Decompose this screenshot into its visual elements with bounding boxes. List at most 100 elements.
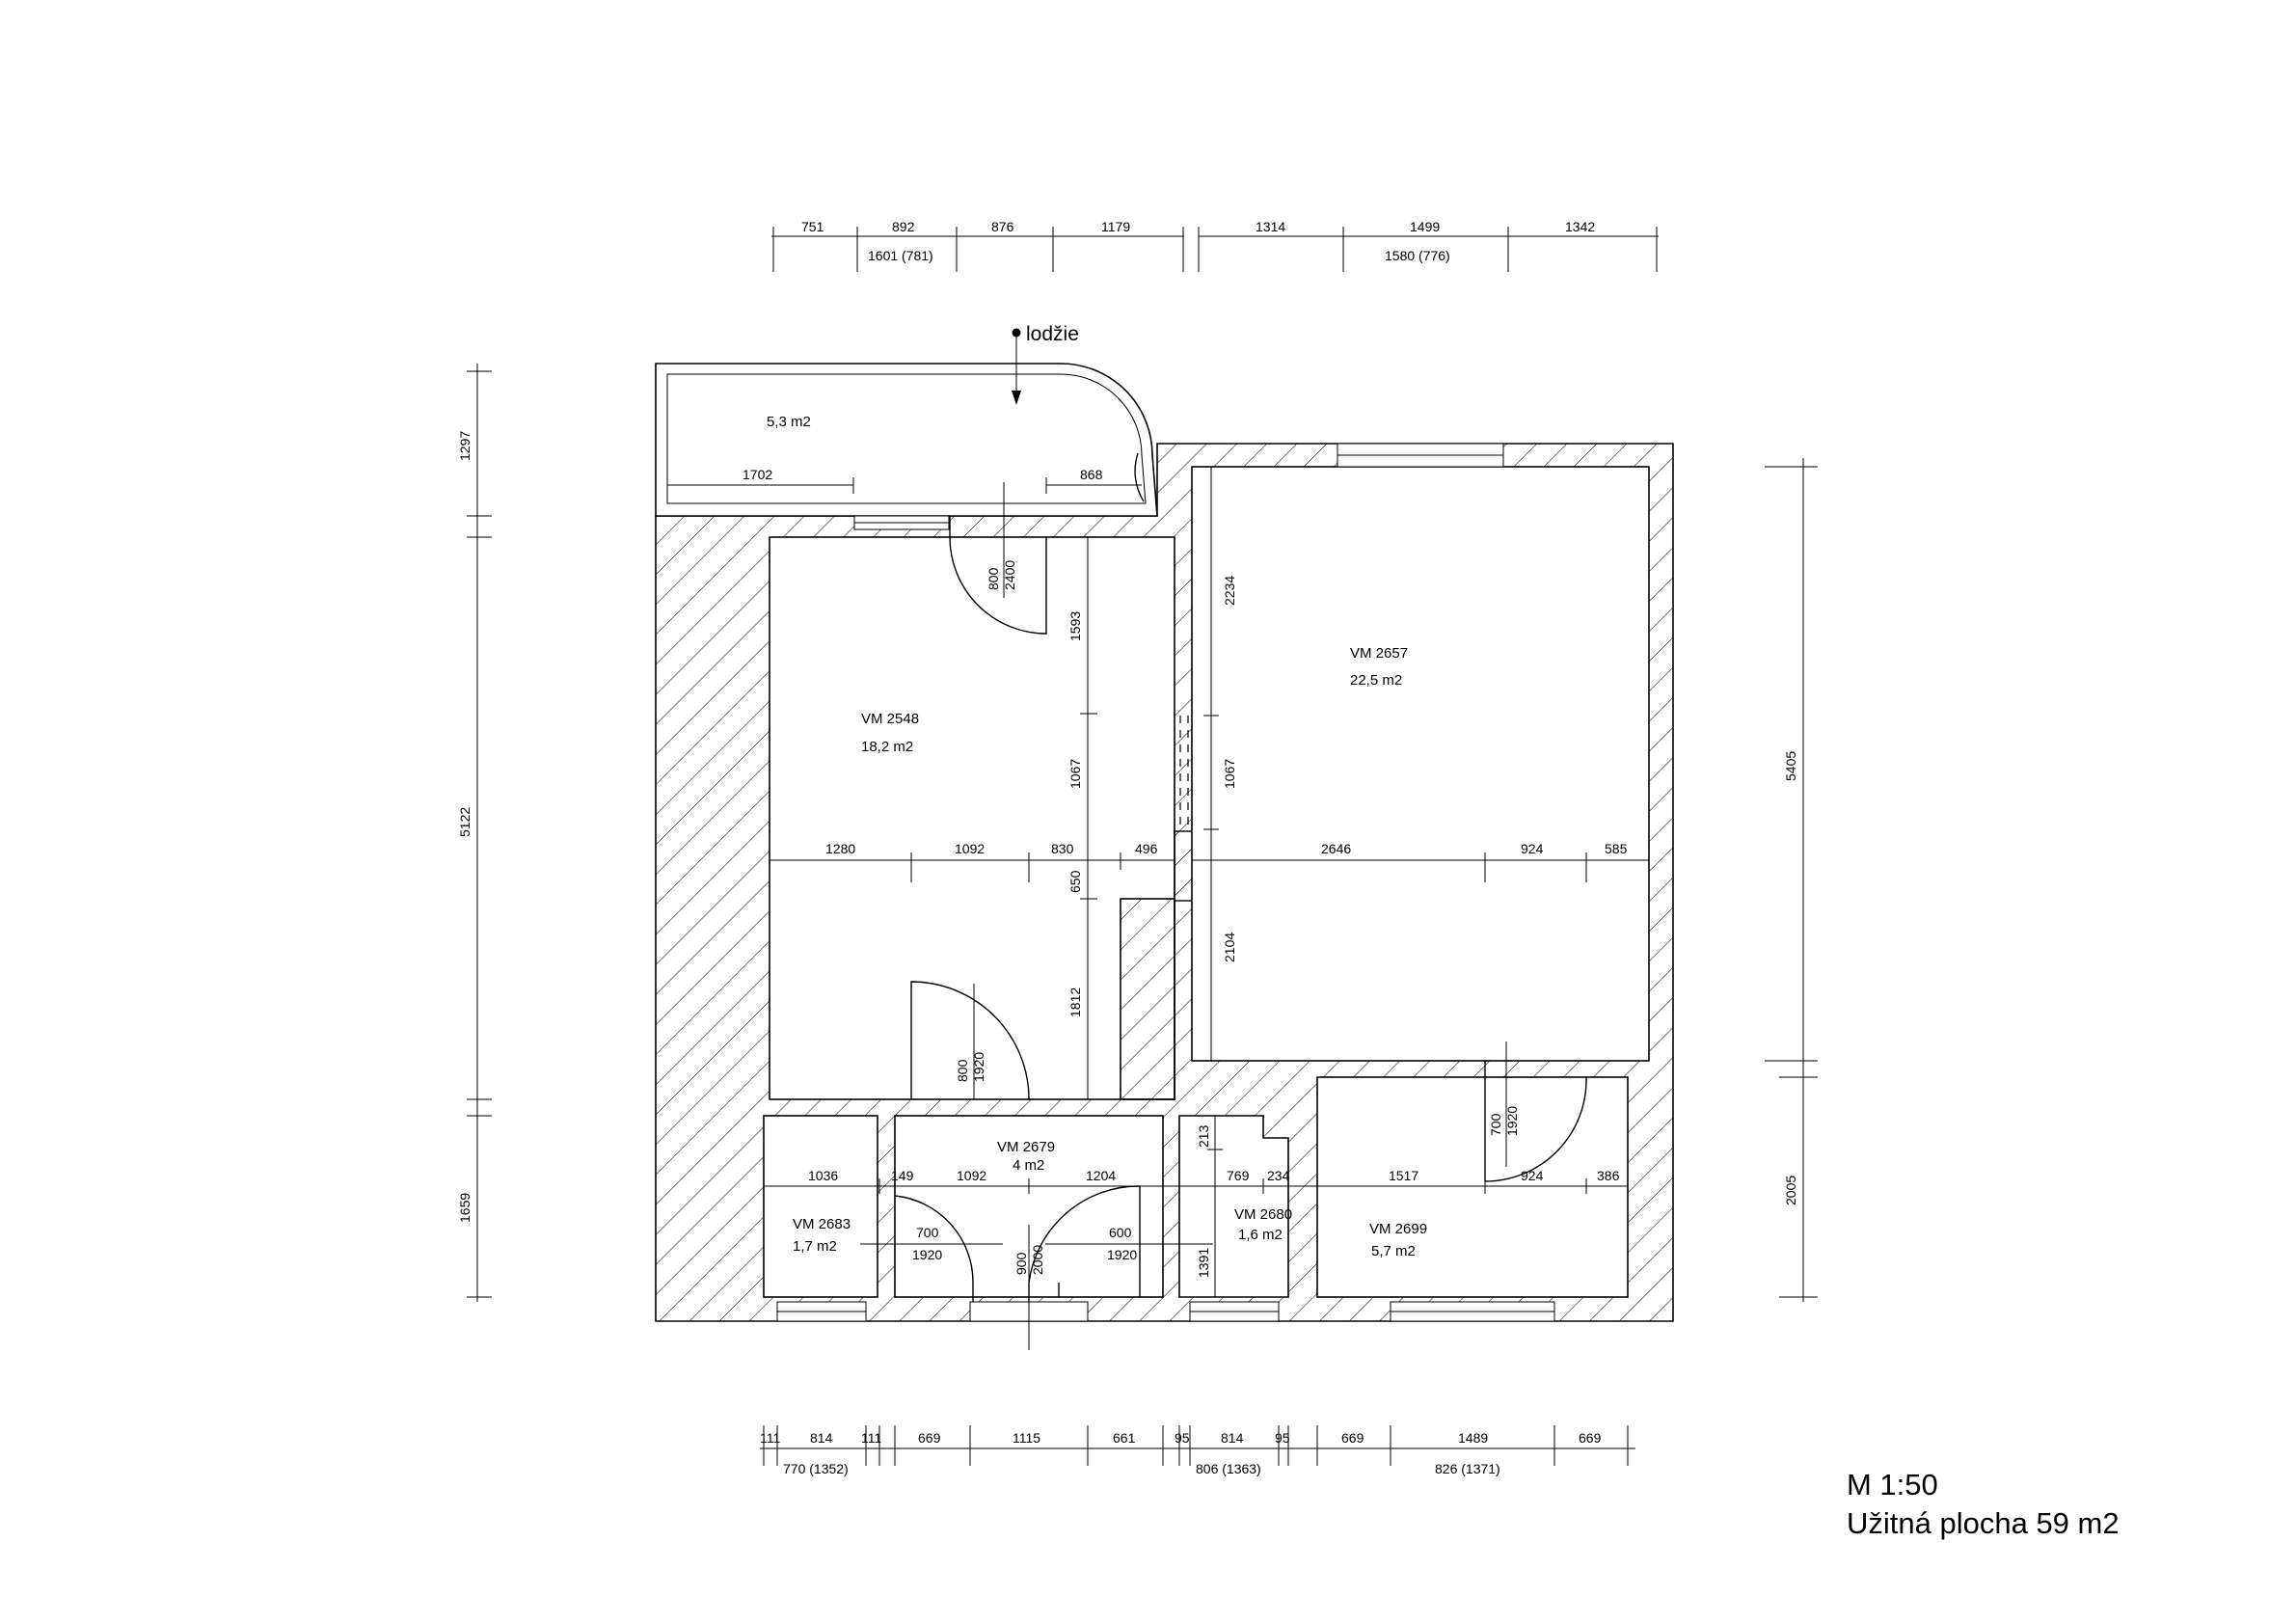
scale-label: M 1:50 [1847,1468,1938,1501]
dim-label: 1499 [1410,219,1440,234]
dim-label: 1092 [957,1168,986,1183]
dim-label: 769 [1227,1168,1250,1183]
dim-label: 669 [1579,1430,1602,1446]
doors [894,452,1587,1302]
room-id: VM 2657 [1350,645,1408,662]
dim-label: 1280 [825,841,855,856]
dim-label: 149 [891,1168,914,1183]
balcony-area: 5,3 m2 [767,414,811,430]
dim-label: 2104 [1222,933,1237,962]
balcony [655,363,1158,517]
balcony-marker-arrow [1012,391,1021,405]
window-dim-label: 770 (1352) [783,1461,849,1476]
balcony-label: lodžie [1026,323,1079,345]
usable-area-label: Užitná plocha 59 m2 [1847,1506,2120,1540]
dim-label: 1179 [1101,219,1130,234]
dim-label: 5405 [1783,751,1798,781]
dim-label: 669 [1341,1430,1364,1446]
dim-label: 1702 [743,467,772,482]
dim-label: 1067 [1067,759,1083,789]
door-labels: 800 2400 800 1920 700 1920 700 1920 900 … [860,482,1520,1350]
dim-label: 1067 [1222,759,1237,789]
room-area: 1,6 m2 [1238,1227,1283,1243]
dim-label: 650 [1067,870,1083,893]
dim-label: 751 [801,219,824,234]
dim-label: 830 [1051,841,1074,856]
door-width: 600 [1109,1225,1132,1240]
dim-label: 892 [892,219,915,234]
room-id: VM 2683 [793,1216,851,1232]
dim-label: 669 [918,1430,941,1446]
room-2657-dimensions: 2234 1067 2104 [1203,467,1237,1061]
room-vm-2680 [1178,1115,1289,1298]
balcony-dimensions: 1702 868 [666,467,1142,494]
top-dimensions: 751 892 876 1179 1314 1499 1342 1601 (78… [771,219,1659,272]
dim-label: 95 [1175,1430,1190,1446]
room-vm-2548-notch2 [1174,830,1195,902]
dim-label: 876 [991,219,1014,234]
window-dim-label: 1601 (781) [868,248,933,263]
dim-label: 868 [1080,467,1103,482]
dim-label: 814 [1221,1430,1244,1446]
room-vm-2548 [769,536,1175,1100]
room-area: 5,7 m2 [1371,1243,1416,1259]
room-2680-dimensions: 213 1391 [1196,1116,1223,1297]
door-width: 800 [955,1059,970,1082]
bottom-dimensions: 111 814 111 669 1115 661 95 814 95 669 1… [760,1425,1635,1476]
mid-row-right-dimensions: 2646 924 585 [1191,841,1650,882]
room-area: 1,7 m2 [793,1238,837,1255]
dim-label: 1314 [1256,219,1285,234]
bottom-row-dimensions: 1036 149 1092 1204 769 234 1517 924 386 [763,1168,1629,1194]
left-dimensions: 1297 5122 1659 [457,364,492,1302]
mid-row-left-dimensions: 1280 1092 830 496 [769,841,1175,882]
dim-label: 2005 [1783,1176,1798,1205]
dim-label: 1489 [1458,1430,1488,1446]
window-dim-label: 1580 (776) [1385,248,1450,263]
dim-label: 1297 [457,431,473,461]
right-dimensions: 5405 2005 [1765,458,1818,1302]
dim-label: 234 [1267,1168,1290,1183]
door-width: 900 [1013,1252,1029,1275]
door-height: 2000 [1030,1245,1045,1275]
dim-label: 814 [810,1430,833,1446]
door-height: 1920 [912,1247,942,1262]
room-labels: VM 2548 18,2 m2 VM 2657 22,5 m2 VM 2679 … [793,645,1427,1259]
dim-label: 496 [1135,841,1158,856]
dim-label: 1517 [1389,1168,1418,1183]
dim-label: 924 [1521,841,1544,856]
dim-label: 585 [1605,841,1628,856]
room-id: VM 2699 [1369,1221,1427,1237]
room-id: VM 2679 [997,1139,1055,1155]
door-height: 1920 [971,1052,986,1082]
dim-label: 5122 [457,807,473,837]
dim-label: 1092 [955,841,985,856]
door-width: 800 [986,567,1001,590]
room-area: 4 m2 [1013,1157,1044,1174]
room-vm-2683 [763,1115,878,1298]
title-block: M 1:50 Užitná plocha 59 m2 [1847,1466,2120,1543]
door-height: 2400 [1002,560,1017,590]
dim-label: 1204 [1086,1168,1116,1183]
room-vm-2657 [1191,466,1650,1062]
dim-label: 2646 [1321,841,1351,856]
dim-label: 661 [1113,1430,1136,1446]
dim-label: 1812 [1067,987,1083,1017]
dim-label: 924 [1521,1168,1544,1183]
dim-label: 1115 [1013,1430,1040,1446]
room-id: VM 2548 [861,711,919,727]
window-dim-label: 806 (1363) [1196,1461,1261,1476]
dim-label: 1593 [1067,611,1083,641]
room-2548-dimensions: 1593 1067 650 1812 [1067,537,1097,1099]
door-width: 700 [1488,1113,1503,1136]
dim-label: 95 [1275,1430,1290,1446]
door-height: 1920 [1504,1106,1520,1136]
room-area: 18,2 m2 [861,739,913,755]
dim-label: 1036 [808,1168,838,1183]
door-height: 1920 [1107,1247,1137,1262]
door-width: 700 [916,1225,939,1240]
dim-label: 1342 [1565,219,1595,234]
dim-label: 1659 [457,1193,473,1223]
dim-label: 111 [861,1430,881,1446]
room-id: VM 2680 [1234,1206,1292,1223]
